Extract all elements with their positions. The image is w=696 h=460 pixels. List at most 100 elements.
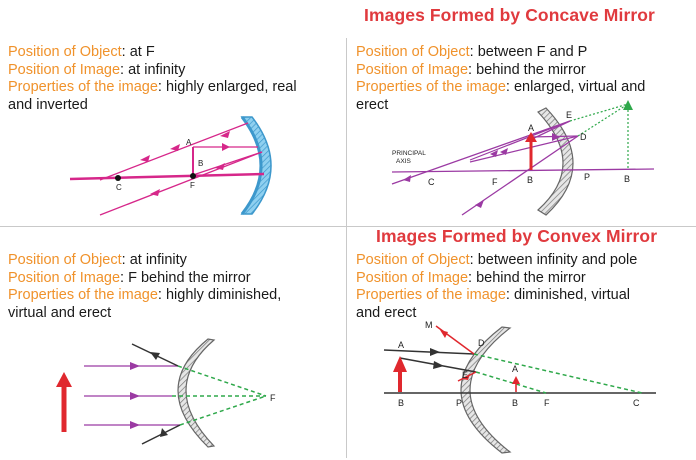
- image-properties-value: : highly diminished,: [157, 287, 282, 303]
- object-position-value: : at F: [121, 44, 155, 60]
- label-a: A: [398, 340, 404, 350]
- object-position-label: Position of Object: [356, 252, 470, 268]
- label-p: P: [456, 398, 462, 408]
- diagram-concave-object-between-f-p: PRINCIPAL AXIS A B C D E F P B: [391, 100, 655, 216]
- image-position-label: Position of Image: [8, 61, 121, 78]
- object-position-value: : between F and P: [469, 44, 588, 60]
- concave-mirror-title: Images Formed by Concave Mirror: [364, 5, 655, 25]
- reflected-ray-2: [391, 120, 571, 185]
- image-position-value: : behind the mirror: [468, 269, 586, 286]
- panel-concave-between-f-p-text: Position of Object: between F and P Posi…: [356, 44, 692, 114]
- object-arrowhead: [393, 356, 407, 372]
- object-position-line: Position of Object: at infinity: [8, 252, 344, 270]
- label-d: D: [478, 338, 485, 348]
- virtual-ray-d: [577, 103, 629, 137]
- image-properties-line: Properties of the image: highly diminish…: [8, 287, 344, 305]
- label-b-image: B: [624, 174, 630, 184]
- image-properties-line: Properties of the image: diminished, vir…: [356, 287, 692, 305]
- label-principal: PRINCIPAL: [392, 150, 426, 157]
- virtual-ray-top: [177, 365, 267, 397]
- image-properties-label: Properties of the image: [356, 79, 506, 95]
- panel-convex-at-infinity-text: Position of Object: at infinity Position…: [8, 252, 344, 322]
- virtual-image-arrowhead: [623, 100, 633, 110]
- label-e: E: [566, 110, 572, 120]
- horizontal-divider: [0, 226, 696, 227]
- label-c: C: [633, 398, 640, 408]
- object-arrowhead: [56, 372, 72, 387]
- object-position-value: : at infinity: [121, 252, 187, 268]
- label-f: F: [544, 398, 550, 408]
- arrowhead: [222, 143, 230, 151]
- ray-toward-e: [469, 120, 571, 161]
- label-c: C: [116, 183, 122, 192]
- point-c: [115, 175, 121, 181]
- image-properties-label: Properties of the image: [356, 287, 506, 303]
- label-p: P: [584, 172, 590, 182]
- panel-concave-at-f-text: Position of Object: at F Position of Ima…: [8, 44, 344, 114]
- arrowhead: [140, 155, 150, 162]
- object-position-label: Position of Object: [8, 44, 122, 60]
- image-position-value: : at infinity: [120, 61, 186, 78]
- image-properties-continuation: virtual and erect: [8, 304, 112, 321]
- label-f: F: [190, 181, 195, 190]
- label-b: B: [527, 175, 533, 185]
- image-properties-label: Properties of the image: [8, 79, 158, 95]
- arrowhead: [150, 189, 160, 196]
- image-properties-value: : diminished, virtual: [505, 287, 631, 303]
- label-d: D: [580, 132, 587, 142]
- arrowhead: [475, 200, 484, 208]
- image-position-value: : F behind the mirror: [120, 269, 251, 286]
- object-position-line: Position of Object: between F and P: [356, 44, 692, 62]
- arrowhead: [130, 421, 140, 429]
- arrowhead: [462, 374, 470, 380]
- object-position-label: Position of Object: [8, 252, 122, 268]
- label-a-image: A: [512, 364, 518, 374]
- image-position-line: Position of Image: F behind the mirror: [8, 270, 344, 288]
- arrowhead: [552, 133, 560, 141]
- arrowhead: [215, 163, 225, 170]
- convex-mirror-title: Images Formed by Convex Mirror: [376, 226, 658, 246]
- image-position-label: Position of Image: [356, 61, 469, 78]
- image-position-line: Position of Image: behind the mirror: [356, 270, 692, 288]
- ray-to-mirror: [192, 151, 263, 176]
- image-arrowhead: [512, 376, 520, 384]
- image-position-label: Position of Image: [8, 269, 121, 286]
- virtual-ray-bottom: [179, 395, 267, 426]
- vertical-divider: [346, 38, 347, 458]
- concave-mirror-blue: [240, 116, 272, 215]
- image-properties-value: : highly enlarged, real: [157, 79, 297, 95]
- object-position-label: Position of Object: [356, 44, 470, 60]
- image-properties-label: Properties of the image: [8, 287, 158, 303]
- panel-convex-between-infinity-pole-text: Position of Object: between infinity and…: [356, 252, 692, 322]
- arrowhead: [130, 362, 140, 370]
- label-c: C: [428, 177, 435, 187]
- label-e: E: [462, 370, 468, 380]
- label-b-image: B: [512, 398, 518, 408]
- image-properties-continuation: erect: [356, 96, 389, 113]
- diagram-convex-object-at-infinity: F: [56, 338, 276, 448]
- image-properties-line: Properties of the image: highly enlarged…: [8, 79, 344, 97]
- reflected-ray-upper: [99, 122, 249, 181]
- label-a: A: [186, 138, 192, 147]
- arrowhead: [160, 428, 168, 437]
- reflected-ray-m: [435, 325, 475, 355]
- image-properties-value: : enlarged, virtual and: [505, 79, 646, 95]
- arrowhead: [220, 131, 230, 138]
- label-b: B: [398, 398, 404, 408]
- mirror-inner-surface: [240, 116, 263, 215]
- image-properties-line: Properties of the image: enlarged, virtu…: [356, 79, 692, 97]
- virtual-ray-to-f: [475, 371, 547, 394]
- label-f: F: [270, 393, 276, 403]
- image-properties-continuation: and erect: [356, 304, 417, 321]
- image-position-label: Position of Image: [356, 269, 469, 286]
- diagram-convex-object-between-infinity-pole: M A D E A B P B F C: [383, 320, 656, 454]
- arrowhead: [170, 144, 180, 151]
- principal-axis: [69, 172, 265, 181]
- arrowhead: [403, 175, 411, 182]
- concave-mirror-grey: [537, 107, 574, 216]
- label-b: B: [198, 159, 203, 168]
- arrowhead: [150, 352, 160, 360]
- point-f: [190, 173, 196, 179]
- convex-mirror-grey: [460, 326, 512, 454]
